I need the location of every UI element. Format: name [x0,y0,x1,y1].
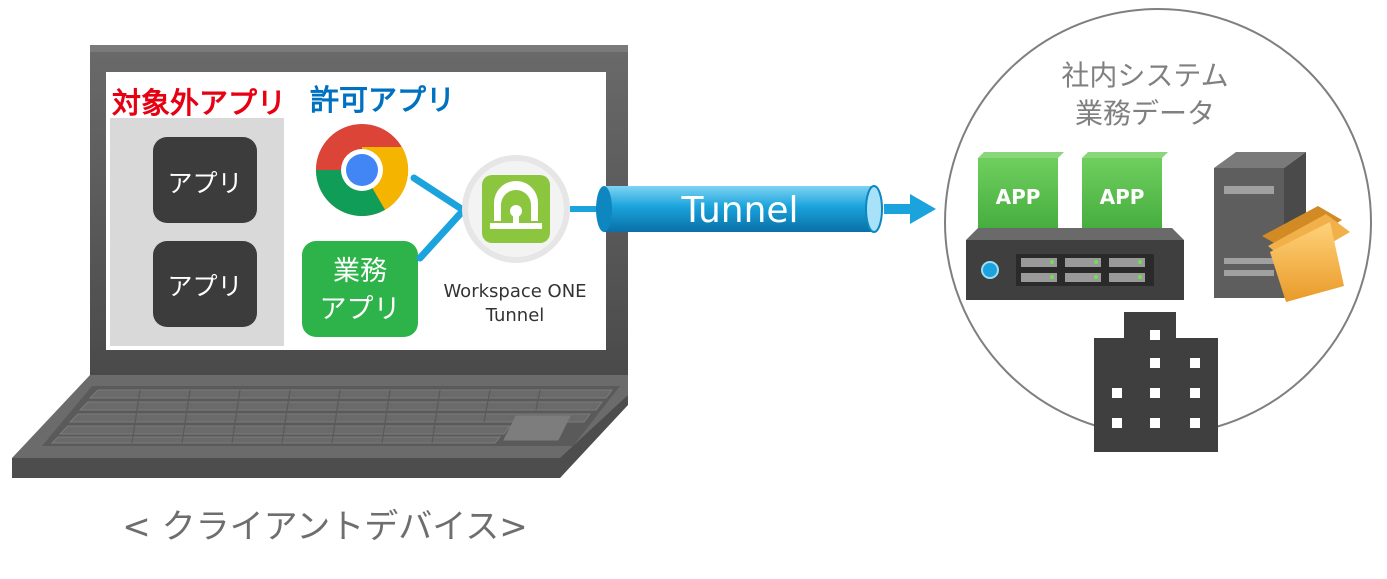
excluded-app-label-1: アプリ [167,169,242,198]
folder-icon [1262,206,1350,302]
excluded-apps-title: 対象外アプリ [112,86,286,120]
tunnel-app-label-line2: Tunnel [485,305,545,326]
tunnel-label: Tunnel [680,190,798,231]
keyboard-keys [50,389,613,444]
rack-server-icon [966,228,1184,300]
laptop-screen-bezel-top [90,45,628,52]
tunnel-arrow [884,194,936,224]
trackpad [503,415,571,441]
allowed-apps-title: 許可アプリ [310,83,455,117]
corporate-title-line1: 社内システム [1061,59,1228,92]
tunnel-app-label-line1: Workspace ONE [443,281,586,302]
laptop-base-front [12,395,628,478]
excluded-app-label-2: アプリ [167,272,242,301]
chrome-icon[interactable] [316,124,409,216]
building-icon [1094,312,1218,452]
app-connector-lines [410,174,464,262]
app-box-2[interactable] [1082,152,1168,240]
app-box-label-2: APP [1100,185,1145,209]
tunnel-tube [596,185,883,233]
workspace-one-tunnel-app[interactable] [462,155,570,263]
client-device-caption: < クライアントデバイス> [122,507,527,547]
business-app-label-line1: 業務 [333,256,387,287]
excluded-app-tile-2[interactable] [153,241,257,327]
corporate-title-line2: 業務データ [1075,97,1215,130]
excluded-app-tile-1[interactable] [153,137,257,223]
business-app-tile[interactable] [302,241,418,337]
app-box-label-1: APP [996,185,1041,209]
business-app-label-line2: アプリ [320,294,401,325]
app-box-1[interactable] [978,152,1064,240]
